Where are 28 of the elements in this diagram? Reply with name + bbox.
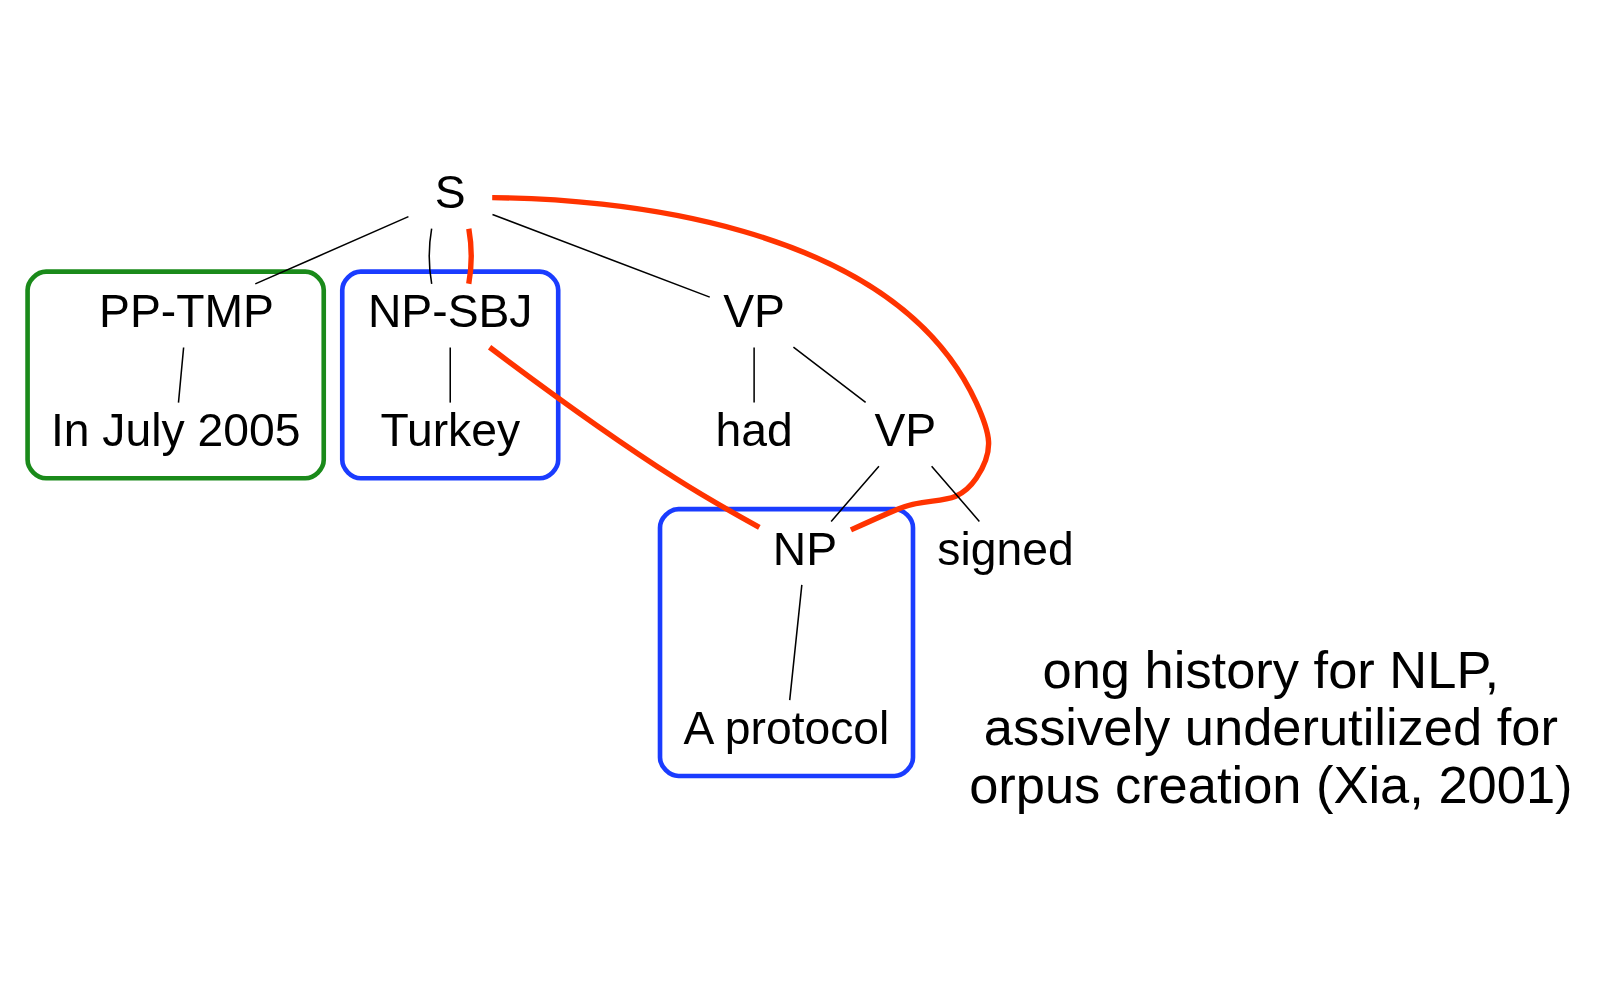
node-text: NP-SBJ bbox=[367, 284, 533, 337]
node-text: had bbox=[715, 403, 793, 456]
connector bbox=[830, 465, 880, 522]
connector bbox=[491, 213, 711, 298]
connector bbox=[792, 345, 867, 403]
cluster bbox=[339, 268, 561, 481]
connector bbox=[753, 346, 755, 403]
cluster bbox=[657, 506, 916, 778]
cluster bbox=[25, 268, 327, 481]
node-text: PP-TMP bbox=[99, 284, 274, 337]
node-text: NP bbox=[772, 522, 838, 575]
label: ong history for NLP, assively underutilized for orpus creation (Xia, 2001) bbox=[969, 640, 1573, 814]
node-text: VP bbox=[723, 284, 785, 337]
node-text: signed bbox=[937, 522, 1074, 575]
connector bbox=[788, 583, 803, 701]
connector bbox=[466, 227, 474, 284]
connector bbox=[930, 465, 981, 522]
connector bbox=[254, 215, 410, 285]
node-text: S bbox=[434, 165, 466, 218]
connector bbox=[488, 344, 761, 530]
connector bbox=[492, 194, 992, 532]
connector bbox=[428, 227, 433, 285]
node-text: A protocol bbox=[683, 701, 890, 754]
node-text: Turkey bbox=[380, 403, 521, 456]
connector bbox=[449, 346, 451, 403]
node-text: VP bbox=[874, 403, 937, 456]
connector bbox=[177, 346, 185, 403]
node-text: In July 2005 bbox=[50, 403, 301, 456]
